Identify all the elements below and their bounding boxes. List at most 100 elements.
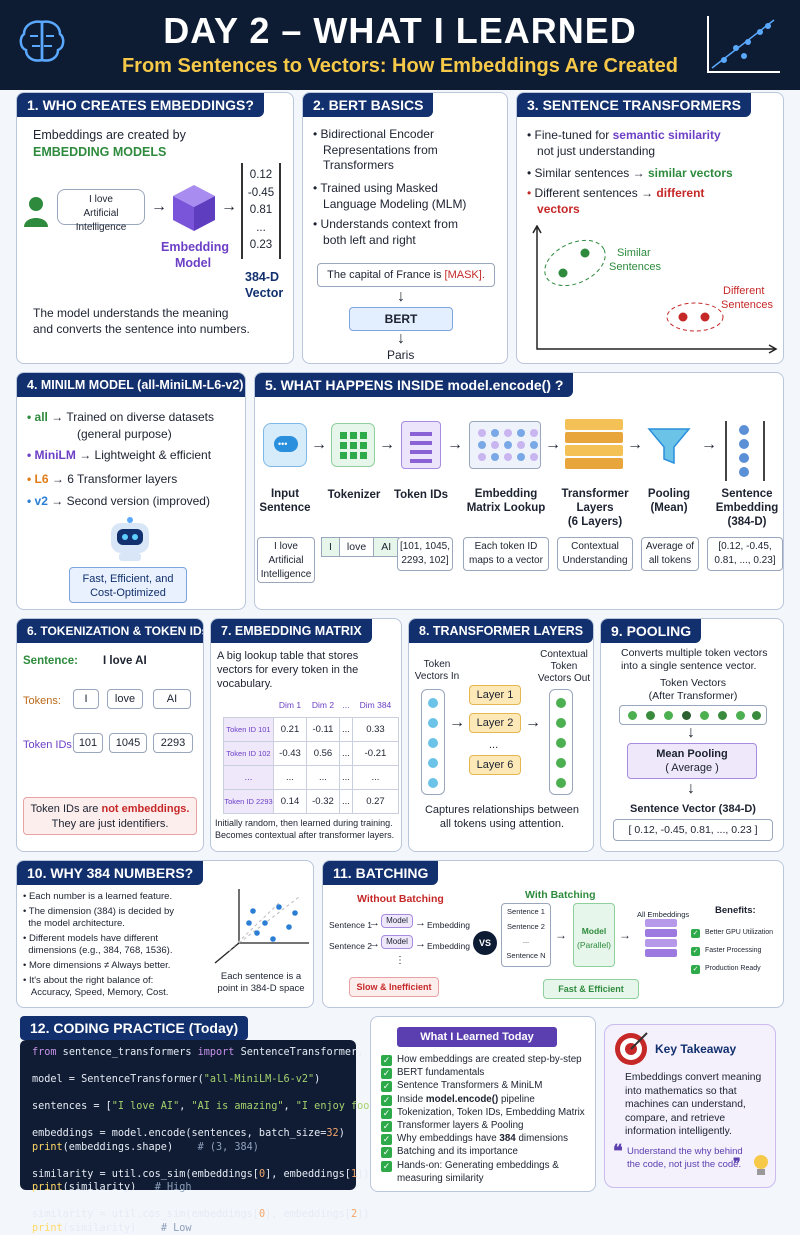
col-header: Dim 1 [278, 699, 302, 710]
item-value: 6 Transformer layers [67, 472, 178, 486]
matrix-footer: Initially random, then learned during tr… [215, 817, 394, 841]
id-box: 101 [73, 733, 103, 753]
brain-icon [19, 20, 65, 62]
vector-value: -0.45 [247, 186, 275, 199]
bullet: • Fine-tuned for semantic similarity not… [527, 128, 721, 158]
matrix-icon [469, 421, 541, 469]
with-batching-label: With Batching [525, 889, 596, 901]
arrow-down-icon: ↓ [687, 724, 695, 741]
step-name-line: Input [270, 488, 300, 500]
arrow-icon: → [447, 436, 463, 453]
embedding-vector-icon [725, 421, 765, 481]
section-title: 1. WHO CREATES EMBEDDINGS? [17, 93, 264, 117]
box-line: ( Average ) [665, 762, 719, 774]
cube-icon [173, 185, 215, 231]
page-subtitle: From Sentences to Vectors: How Embedding… [121, 55, 679, 77]
layer-box: Layer 2 [469, 713, 521, 733]
target-icon [615, 1032, 648, 1065]
token-chip: love [340, 538, 375, 556]
takeaway-title: Key Takeaway [655, 1042, 737, 1056]
layer-ellipsis: ... [489, 739, 499, 751]
row-header: Token ID 101 [223, 716, 274, 742]
detail-line: Understanding [562, 555, 628, 566]
check-icon: ✓ [381, 1068, 392, 1080]
quote-close-icon: ❞ [733, 1155, 741, 1171]
item-value: Lightweight & efficient [94, 448, 212, 462]
learned-item-highlight: 384 [499, 1133, 516, 1145]
check-icon: ✓ [381, 1134, 392, 1146]
check-icon: ✓ [381, 1081, 392, 1093]
section-title: 5. WHAT HAPPENS INSIDE model.encode() ? [255, 373, 574, 397]
learned-item: Tokenization, Token IDs, Embedding Matri… [397, 1106, 585, 1118]
vector-value: 0.12 [249, 169, 273, 181]
arrow-icon: → [151, 198, 167, 215]
col-header: ... [342, 699, 350, 710]
box-line: Mean Pooling [656, 748, 728, 760]
arrow-icon: → [525, 714, 541, 731]
footer-line: Captures relationships between [424, 804, 580, 816]
similar-label: Similar [617, 247, 651, 259]
sentence-label: Sentence 1 [329, 920, 373, 930]
vector-value: 0.23 [249, 239, 273, 251]
step-name-line: Tokenizer [327, 489, 381, 501]
bullet: • Understands context from both left and… [313, 217, 458, 247]
3d-space-plot [214, 889, 309, 964]
section-batching: 11. BATCHING Without Batching Sentence 1… [322, 860, 784, 1008]
slow-badge: Slow & Inefficient [349, 977, 439, 997]
arrow-icon: → [369, 938, 380, 950]
label-line: Token Vectors [660, 677, 726, 689]
arrow-icon: → [619, 928, 631, 942]
matrix-cell: ... [338, 740, 353, 766]
bullet-text: Each number is a learned feature. [28, 891, 173, 902]
matrix-cell: ... [305, 764, 340, 790]
person-icon [24, 197, 48, 227]
intro-text: Embeddings are created by [33, 128, 186, 142]
benefit-item: ✓Faster Processing [691, 943, 761, 959]
check-icon: ✓ [381, 1055, 392, 1066]
label-line: (After Transformer) [648, 690, 738, 702]
lightbulb-icon [754, 1155, 768, 1175]
benefit-text: Faster Processing [705, 947, 762, 954]
without-batching-label: Without Batching [357, 893, 444, 905]
vector-value: ... [256, 221, 266, 234]
detail-line: Contextual [571, 541, 619, 552]
check-icon: ✓ [691, 965, 700, 974]
model-box: Model [381, 914, 413, 928]
learned-list: ✓How embeddings are created step-by-step… [381, 1053, 585, 1185]
token-box: I [73, 689, 99, 709]
why-bullets: • Each number is a learned feature. • Th… [23, 891, 175, 998]
bullet: • Bidirectional Encoder Representations … [313, 127, 438, 172]
section-title: 2. BERT BASICS [303, 93, 434, 117]
benefit-text: Better GPU Utilization [705, 929, 774, 936]
bubble-line: Artificial Intelligence [75, 208, 127, 233]
minilm-item: • v2 → Second version (improved) [27, 494, 210, 508]
highlight-text: vectors [537, 202, 580, 216]
arrow-icon: → [369, 917, 380, 929]
minilm-item: • L6 → 6 Transformer layers [27, 472, 178, 486]
row-header: Token ID 2293 [223, 788, 274, 814]
bullet: • Trained using Masked Language Modeling… [313, 181, 467, 211]
detail-line: Intelligence [260, 569, 312, 580]
section-title: 7. EMBEDDING MATRIX [211, 619, 372, 643]
token-box: AI [153, 689, 191, 709]
layer-box: Layer 1 [469, 685, 521, 705]
header: DAY 2 – WHAT I LEARNED From Sentences to… [0, 0, 800, 90]
arrow-down-icon: ↓ [687, 780, 695, 797]
desc-line: vectors for every token in the [217, 664, 359, 676]
label-line: Vectors Out [537, 673, 591, 684]
what-i-learned-panel: What I Learned Today ✓How embeddings are… [370, 1016, 596, 1192]
layers-icon [565, 419, 623, 471]
matrix-cell: ... [273, 764, 307, 790]
mask-sentence-box: The capital of France is [MASK]. [317, 263, 495, 287]
learned-item: Transformer layers & Pooling [397, 1120, 524, 1132]
matrix-cell: 0.14 [273, 788, 307, 814]
bullet-text: The dimension (384) is decided by [28, 906, 175, 917]
